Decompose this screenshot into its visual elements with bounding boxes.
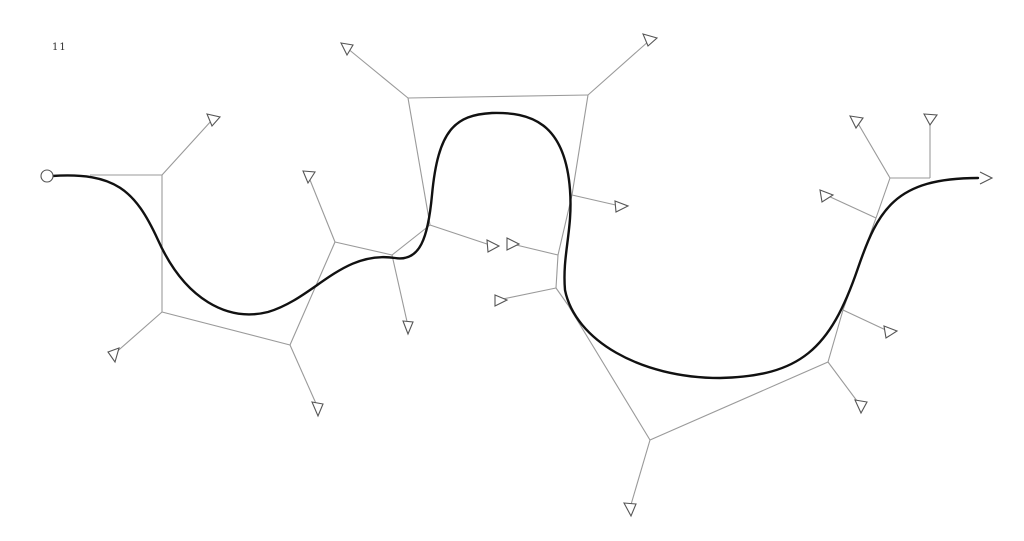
triangle-marker-icon <box>883 325 899 339</box>
triangle-marker-icon <box>311 401 324 418</box>
triangle-marker-icon <box>623 502 637 518</box>
start-circle-icon <box>40 169 54 183</box>
triangle-marker-icon <box>854 399 868 415</box>
triangle-marker-icon <box>923 113 939 127</box>
handle-markers <box>107 33 939 518</box>
triangle-marker-icon <box>206 113 222 128</box>
triangle-marker-icon <box>819 189 835 203</box>
triangle-marker-icon <box>642 33 659 47</box>
triangle-marker-icon <box>486 239 501 253</box>
figure-label: 11 <box>52 42 67 53</box>
triangle-marker-icon <box>340 42 354 57</box>
triangle-marker-icon <box>402 320 414 336</box>
triangle-marker-icon <box>107 347 120 364</box>
triangle-marker-icon <box>302 170 316 185</box>
triangle-marker-icon <box>494 294 509 307</box>
construction-frame <box>90 39 931 509</box>
triangle-marker-icon <box>506 237 521 251</box>
triangle-marker-icon <box>849 115 864 130</box>
end-arrowhead-icon <box>979 171 994 185</box>
spline-curve <box>50 111 980 380</box>
triangle-marker-icon <box>614 200 630 213</box>
